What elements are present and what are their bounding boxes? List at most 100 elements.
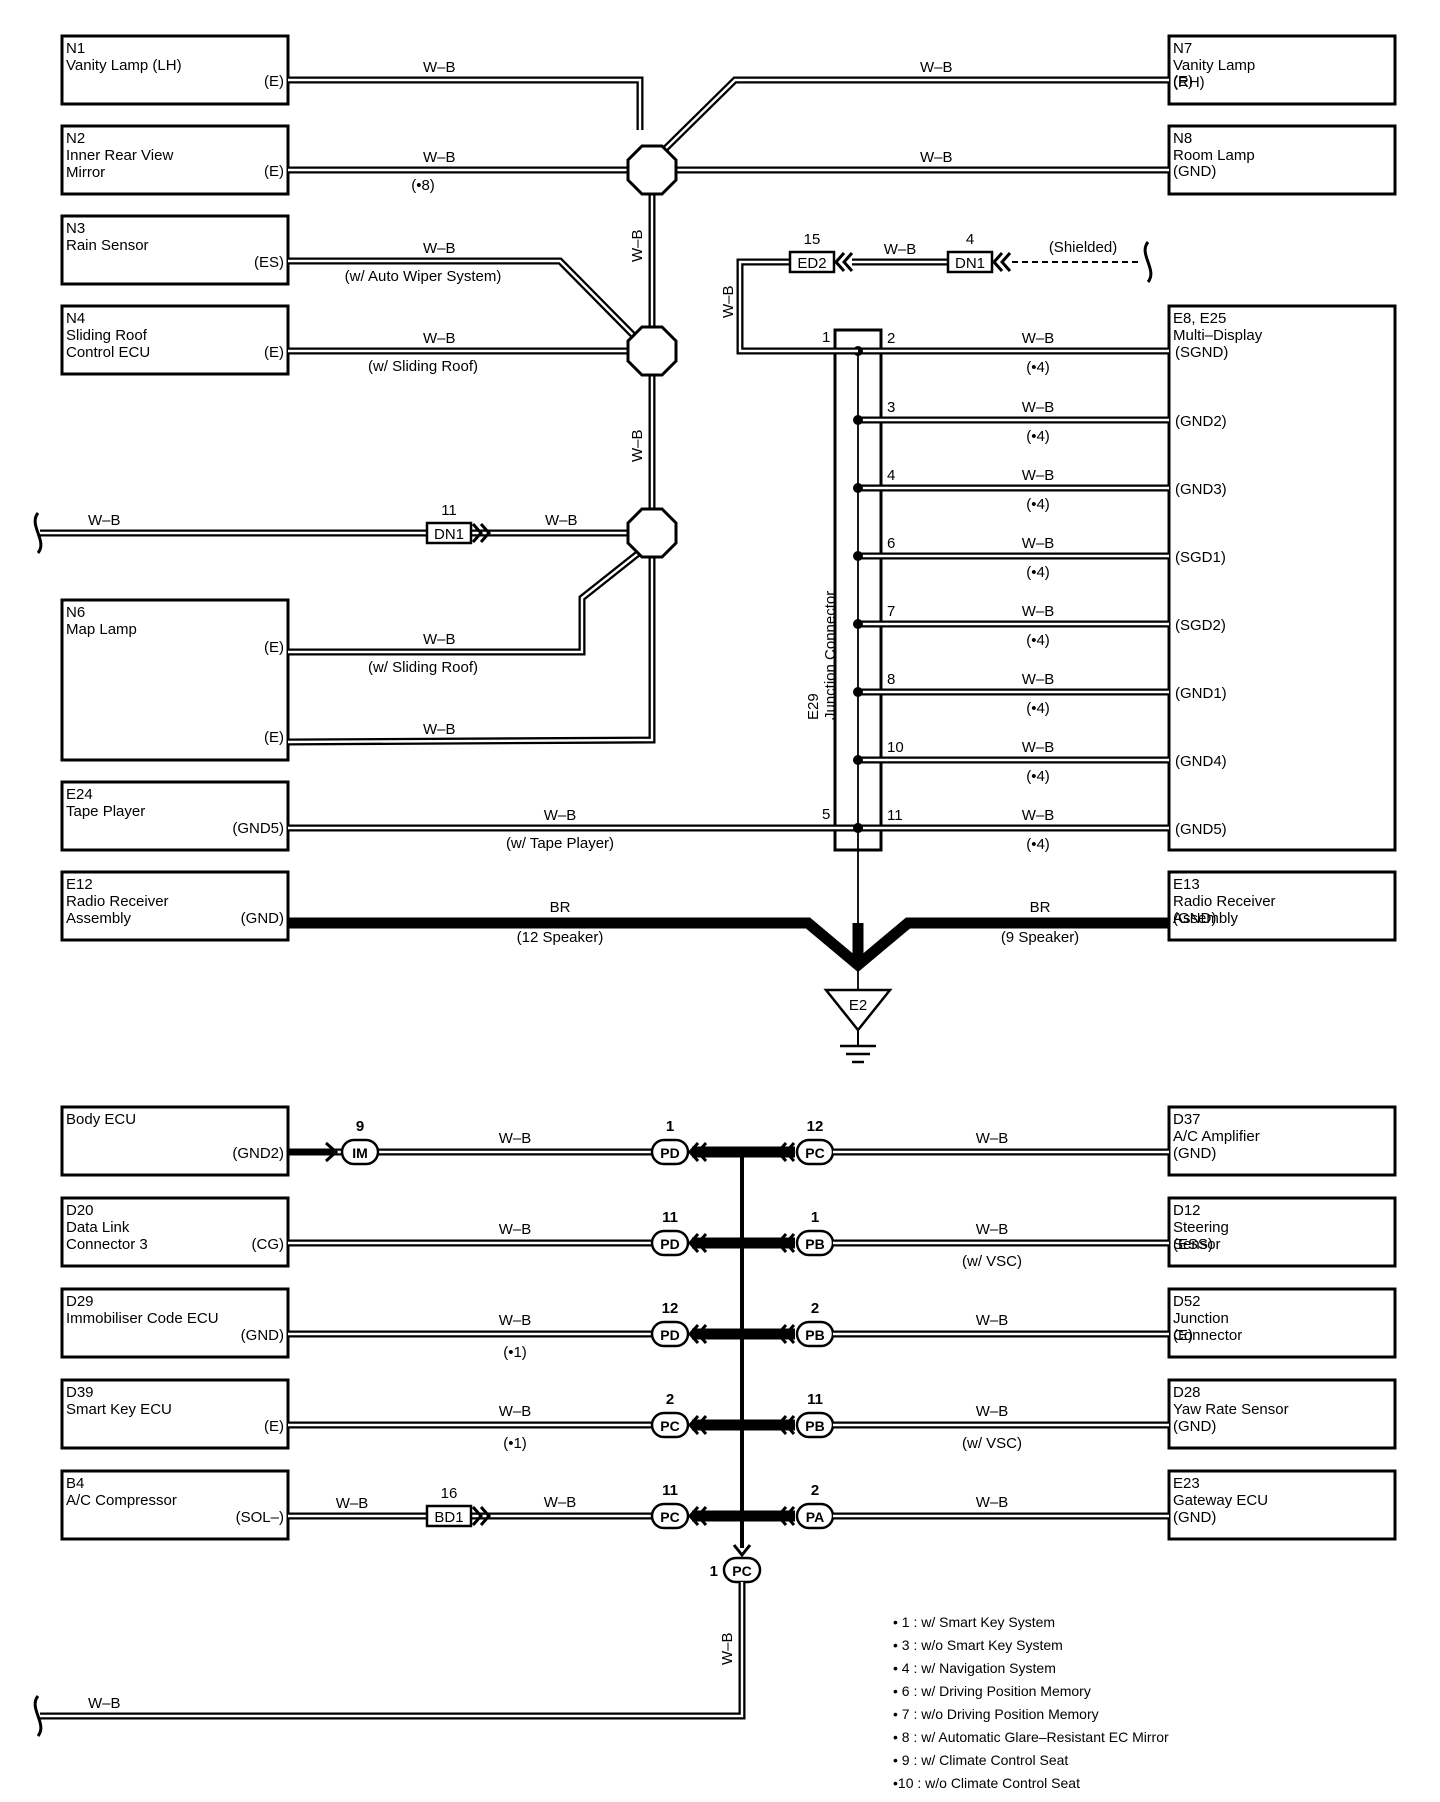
pin-n6-b: (E) [264,729,284,746]
component-n7-label: N7 [1173,40,1192,57]
wire-d37-label: W–B [976,1130,1009,1147]
component-d28-label: Yaw Rate Sensor [1173,1401,1289,1418]
ground-label: E2 [849,997,867,1014]
wire-e8-note-2: (•4) [1026,496,1050,513]
component-d20-label: Data Link [66,1219,130,1236]
connector-d20-pin: 11 [662,1209,678,1226]
ground-symbol [823,988,893,1033]
pin-n8: (GND) [1173,163,1216,180]
component-n8-label: Room Lamp [1173,147,1255,164]
component-n3-label: Rain Sensor [66,237,149,254]
wire-n6-label: W–B [423,631,456,648]
wire-e8-label-7: W–B [1022,807,1055,824]
pin-e8-2: (GND3) [1175,481,1227,498]
connector-dn1-a-text: DN1 [955,255,985,272]
wire-n1-label: W–B [423,59,456,76]
component-d29-label: D29 [66,1293,94,1310]
wire-break-left [33,512,43,554]
pin-n6-a: (E) [264,639,284,656]
wire-ed2-core [738,260,858,353]
connector-e23-arrows [775,1506,796,1526]
wire-e24-note: (w/ Tape Player) [506,835,614,852]
connector-d37-arrows [775,1142,796,1162]
wire-e8-label-6: W–B [1022,739,1055,756]
pin-e8-5: (GND1) [1175,685,1227,702]
component-e24 [60,780,290,852]
component-e12-label: Assembly [66,910,132,927]
wire-n7 [661,76,1169,153]
wire-n4-label: W–B [423,330,456,347]
component-e23-label: Gateway ECU [1173,1492,1268,1509]
connector-dn1-a-pin: 4 [966,231,974,248]
legend-item-4: • 7 : w/o Driving Position Memory [893,1706,1099,1722]
wire-d29-label: W–B [499,1312,532,1329]
component-e13-label: Radio Receiver [1173,893,1276,910]
wire-n3-note: (w/ Auto Wiper System) [345,268,502,285]
pin-d12: (ESS) [1173,1236,1213,1253]
junction-pin-7: 11 [887,807,903,824]
component-d20 [60,1196,290,1268]
wire-e8-label-2: W–B [1022,467,1055,484]
wire-pc-bottom-core [40,1582,744,1718]
pin-n1: (E) [264,73,284,90]
component-d29 [60,1287,290,1359]
connector-ed2-pin: 15 [804,231,821,248]
wire-n2-note: (•8) [411,177,435,194]
connector-d12-text: PB [805,1236,824,1252]
wire-d20-label: W–B [499,1221,532,1238]
legend-item-5: • 8 : w/ Automatic Glare–Resistant EC Mi… [893,1729,1169,1745]
connector-im [340,1138,380,1166]
wire-d28-note: (w/ VSC) [962,1435,1022,1452]
wire-n6b-label: W–B [423,721,456,738]
wire-break-bottom [33,1695,43,1737]
junction-dot-5 [853,687,863,697]
component-d37 [1167,1105,1397,1177]
connector-bd1-pin: 16 [441,1485,458,1502]
connector-d12-pin: 1 [811,1209,819,1226]
component-n4-label: Control ECU [66,344,150,361]
legend-item-3: • 6 : w/ Driving Position Memory [893,1683,1091,1699]
pin-e8-3: (SGD1) [1175,549,1226,566]
component-n6 [60,598,290,762]
wire-e23-label: W–B [976,1494,1009,1511]
wire-n3-core [288,259,637,339]
component-e13 [1167,870,1397,942]
pin-e24: (GND5) [232,820,284,837]
wire-b4-label: W–B [544,1494,577,1511]
wire-n7-label: W–B [920,59,953,76]
wire-n7-core [663,78,1169,151]
wire-br-right-label: BR [1030,899,1051,916]
junction-left-pin-5: 5 [822,806,830,823]
component-b4 [60,1469,290,1541]
wire-n6-a-core [288,547,646,654]
component-n3-label: N3 [66,220,85,237]
legend-item-1: • 3 : w/o Smart Key System [893,1637,1063,1653]
wire-e8-note-1: (•4) [1026,428,1050,445]
junction-dot-2 [853,483,863,493]
wire-dn1-left-label: W–B [88,512,121,529]
connector-ed2-text: ED2 [797,255,826,272]
pin-e8-7: (GND5) [1175,821,1227,838]
connector-d28-text: PB [805,1418,824,1434]
connector-dn1-b-text: DN1 [434,526,464,543]
component-d12-label: Steering [1173,1219,1229,1236]
wire-br-left-note: (12 Speaker) [517,929,604,946]
connector-d39-text: PC [660,1418,679,1434]
component-n4-label: Sliding Roof [66,327,148,344]
component-b4-label: B4 [66,1475,84,1492]
component-n3 [60,214,290,286]
wire-dn1-right-label: W–B [545,512,578,529]
junction-dot-4 [853,619,863,629]
junction-pin-2: 4 [887,467,895,484]
junction-title-2: Junction Connector [822,591,839,720]
wire-n2-label: W–B [423,149,456,166]
pin-n7: (E) [1173,73,1193,90]
wire-d12-note: (w/ VSC) [962,1253,1022,1270]
wire-e8-label-3: W–B [1022,535,1055,552]
pin-body: (GND2) [232,1145,284,1162]
junction-left-pin-1: 1 [822,329,830,346]
wire-e8-label-5: W–B [1022,671,1055,688]
pin-e8-4: (SGD2) [1175,617,1226,634]
component-d37-label: A/C Amplifier [1173,1128,1260,1145]
component-e13-label: E13 [1173,876,1200,893]
